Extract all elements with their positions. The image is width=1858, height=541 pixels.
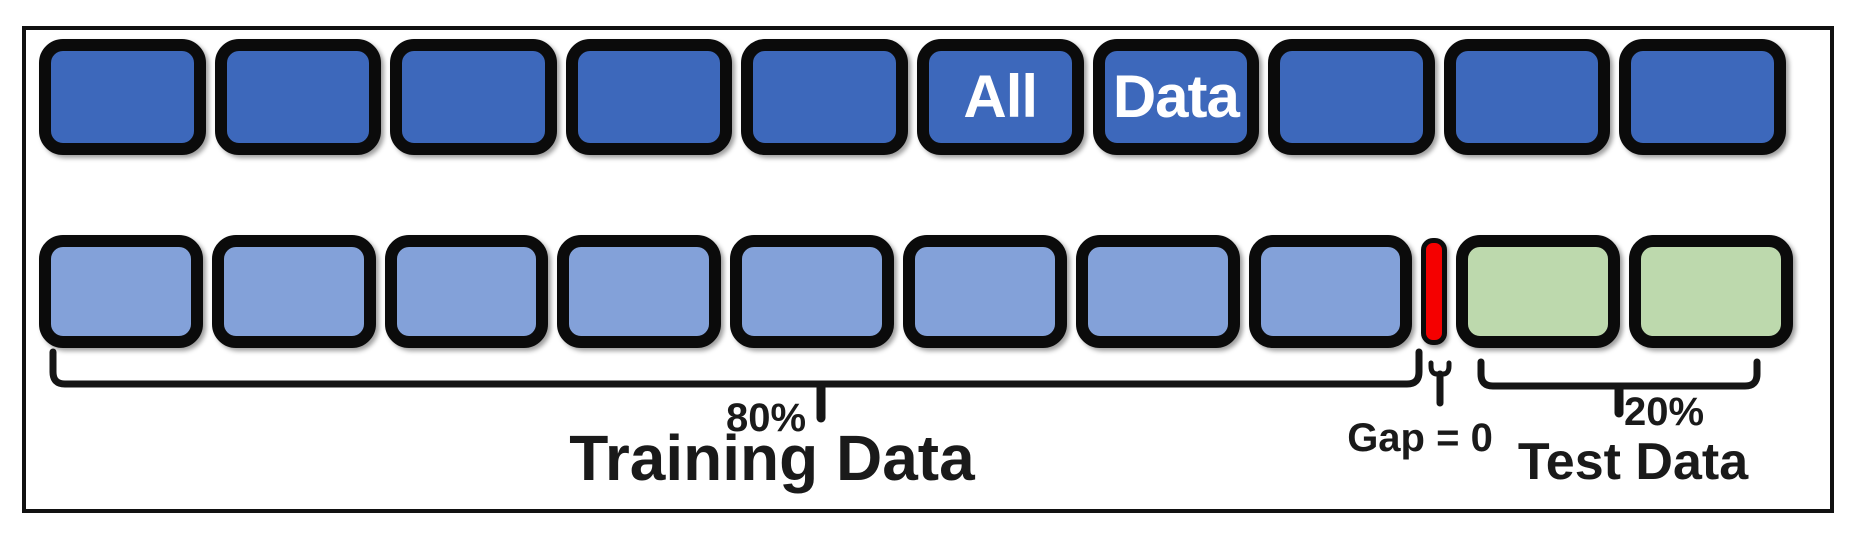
training-block [39, 235, 203, 348]
all-data-block: All [916, 39, 1084, 155]
test-percent-label: 20% [1623, 390, 1705, 434]
all-data-block: Data [1092, 39, 1260, 155]
training-block [902, 235, 1067, 348]
all-data-block [1268, 39, 1435, 155]
gap-label: Gap = 0 [1347, 416, 1493, 460]
all-data-block [1443, 39, 1611, 155]
test-block [1629, 235, 1793, 348]
training-block [1075, 235, 1240, 348]
training-block [1248, 235, 1413, 348]
all-data-block [214, 39, 382, 155]
training-data-label: Training Data [569, 422, 975, 494]
all-data-block [741, 39, 908, 155]
all-data-block [565, 39, 733, 155]
all-data-block [1619, 39, 1786, 155]
test-data-label: Test Data [1517, 433, 1749, 491]
training-percent-label: 80% [725, 396, 807, 440]
training-block [211, 235, 376, 348]
gap-bar [1421, 238, 1448, 345]
test-block [1456, 235, 1621, 348]
training-block [384, 235, 549, 348]
all-data-block [39, 39, 206, 155]
training-block [730, 235, 894, 348]
training-block [557, 235, 722, 348]
split-row [39, 235, 1793, 348]
all-data-block [390, 39, 557, 155]
